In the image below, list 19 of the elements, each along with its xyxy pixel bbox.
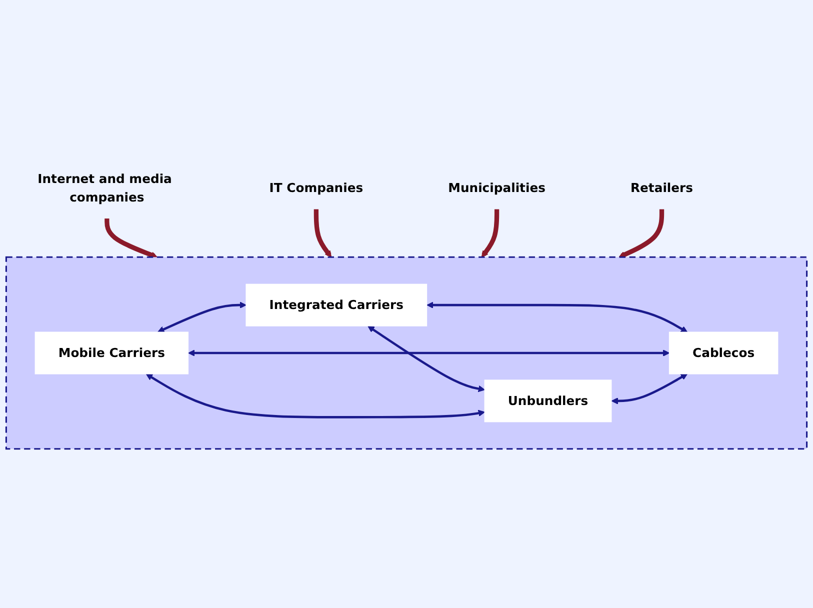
node-box: Mobile Carriers (34, 332, 189, 375)
node-text: Municipalities (448, 181, 546, 196)
arrow (426, 302, 688, 333)
arrow (158, 302, 246, 334)
node-box: Integrated Carriers (246, 284, 428, 327)
arrow (104, 218, 158, 259)
arrow (146, 374, 485, 419)
arrow (188, 350, 670, 357)
node-text: Internet and media companies (38, 172, 172, 206)
arrow (314, 210, 332, 258)
arrow (481, 210, 500, 258)
arrow (611, 374, 688, 405)
arrow (618, 210, 664, 258)
arrow (368, 326, 485, 393)
node-box: Cablecos (668, 332, 778, 375)
node-text: IT Companies (269, 181, 364, 196)
node-box: Unbundlers (484, 380, 612, 423)
node-text: Retailers (630, 181, 694, 196)
cluster (5, 256, 808, 450)
